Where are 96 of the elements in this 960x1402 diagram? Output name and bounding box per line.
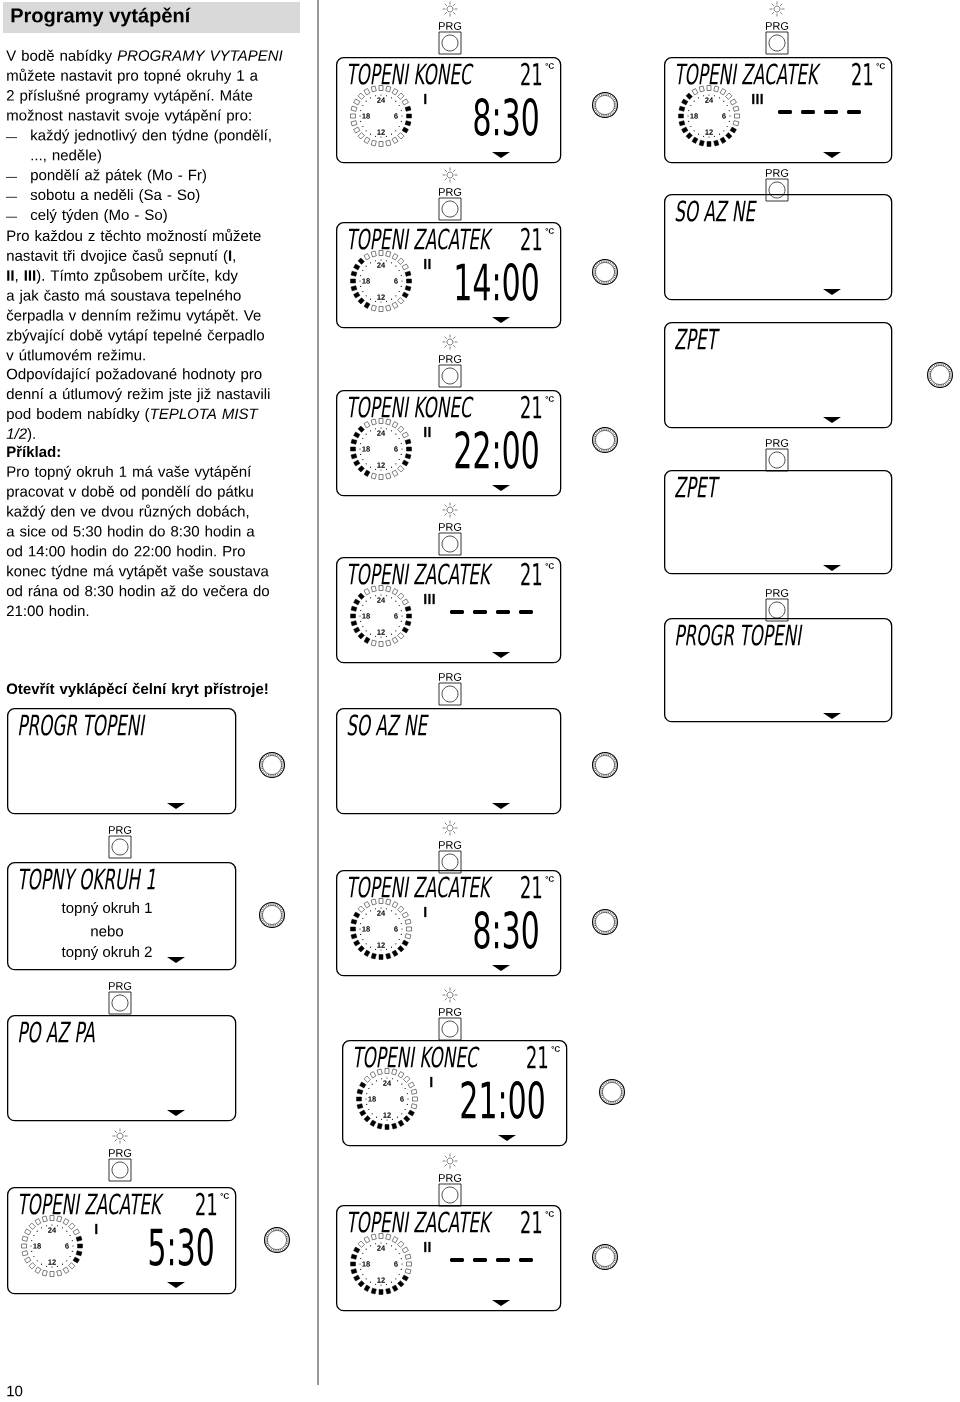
button-label: PRG [439, 22, 462, 30]
lcd-display [336, 222, 562, 329]
button-label: PRG [109, 982, 132, 990]
temperature: 21 [852, 62, 873, 86]
display-text: PROGR TOPENI [675, 624, 803, 646]
time-display: 22:00 [455, 431, 538, 469]
period-numeral: II [424, 426, 431, 438]
temperature: 21 [521, 62, 542, 86]
button-label: PRG [439, 355, 462, 363]
button-label: PRG [766, 169, 789, 177]
lcd-display [664, 470, 893, 575]
period-numeral: II [424, 258, 431, 270]
paragraph: 10 [7, 1385, 23, 1397]
time-display: 14:00 [456, 263, 538, 301]
lcd-display [664, 57, 893, 164]
list-item: celý týden (Mo - So) [30, 208, 167, 224]
period-numeral: III [424, 593, 435, 605]
display-text: SO AZ NE [675, 200, 757, 222]
display-text: TOPENI ZACATEK [348, 228, 493, 250]
display-text: TOPENI ZACATEK [348, 1211, 493, 1233]
paragraph: V bodě nabídky PROGRAMY VYTAPENI můžete nastavit pro topné okruhy 1 a 2 příslušné programy vytápění. Máte možnost nastavit svoje vytápění pro: [6, 49, 283, 124]
option-text: topný okruh 1 [61, 901, 152, 917]
lcd-display [336, 870, 562, 977]
lcd-display [342, 1040, 568, 1147]
temperature: 21 [521, 1210, 542, 1234]
period-numeral: II [424, 1241, 431, 1253]
button-label: PRG [109, 826, 132, 834]
time-display: 5:30 [149, 1228, 213, 1266]
time-display: 21:00 [461, 1081, 544, 1119]
lcd-display [7, 862, 237, 971]
display-text: TOPNY OKRUH 1 [19, 868, 155, 890]
display-text: PROGR TOPENI [18, 714, 146, 736]
list-item: pondělí až pátek (Mo - Fr) [31, 169, 206, 184]
display-text: TOPENI KONEC [348, 396, 474, 418]
period-numeral: I [430, 1076, 433, 1088]
period-numeral: I [424, 906, 427, 918]
lcd-display [336, 57, 562, 164]
temperature: 21 [521, 562, 542, 586]
display-text: PO AZ PA [18, 1021, 95, 1043]
display-text: ZPET [674, 328, 720, 350]
unit: °C [545, 228, 554, 234]
button-label: PRG [439, 673, 462, 681]
period-numeral: III [752, 93, 763, 105]
button-label: PRG [766, 439, 789, 447]
list-item: sobotu a neděli (Sa - So) [30, 189, 200, 204]
button-label: PRG [766, 589, 789, 597]
paragraph: Odpovídající požadované hodnoty pro denní a útlumový režim jste již nastavili pod bodem nabídky (TEPLOTA MIST 1/2). [6, 368, 270, 442]
list-item: každý jednotlivý den týdne (pondělí, ..., neděle) [31, 129, 271, 164]
lcd-display [336, 390, 562, 497]
unit: °C [220, 1193, 229, 1199]
paragraph: Pro každou z těchto možností můžete nastavit tři dvojice časů sepnutí (I, II, III). Tímto způsobem určíte, kdy a jak často má soustava tepelného čerpadla v denním režimu vytápět. Ve zbývající době vytápí tepelné čerpadlo v útlumovém režimu. [6, 228, 264, 361]
display-text: TOPENI ZACATEK [348, 876, 493, 898]
button-label: PRG [439, 523, 462, 531]
period-numeral: I [424, 93, 427, 105]
temperature: 21 [521, 875, 542, 899]
unit: °C [545, 63, 554, 69]
time-display: 8:30 [474, 98, 538, 136]
button-label: PRG [439, 1174, 462, 1182]
lcd-display [664, 322, 893, 429]
button-label: PRG [439, 841, 462, 849]
display-text: ZPET [674, 476, 720, 498]
button-label: PRG [109, 1149, 132, 1157]
temperature: 21 [521, 227, 542, 251]
unit: °C [876, 63, 885, 69]
display-text: SO AZ NE [347, 714, 429, 736]
display-text: TOPENI ZACATEK [19, 1193, 164, 1215]
heading: Příklad: [7, 445, 60, 458]
display-text: TOPENI ZACATEK [348, 563, 493, 585]
option-text: nebo [91, 925, 124, 937]
period-numeral: I [95, 1223, 98, 1235]
unit: °C [545, 396, 554, 402]
display-text: TOPENI KONEC [354, 1046, 480, 1068]
section-title: Programy vytápění [3, 2, 300, 33]
button-label: PRG [439, 1008, 462, 1016]
lcd-display [7, 1187, 237, 1295]
temperature: 21 [196, 1192, 217, 1216]
option-text: topný okruh 2 [61, 945, 152, 961]
button-label: PRG [766, 22, 789, 30]
unit: °C [545, 876, 554, 882]
lcd-display [336, 708, 562, 815]
unit: °C [551, 1046, 560, 1052]
lcd-display [664, 618, 893, 723]
unit: °C [545, 1211, 554, 1217]
display-text: TOPENI ZACATEK [676, 63, 821, 85]
lcd-display [336, 1205, 562, 1312]
button-label: PRG [439, 188, 462, 196]
lcd-display [336, 557, 562, 664]
lcd-display [7, 1015, 237, 1122]
temperature: 21 [527, 1045, 548, 1069]
lcd-display [664, 194, 893, 301]
paragraph: Pro topný okruh 1 má vaše vytápění pracovat v době od pondělí do pátku každý den ve dvou různých dobách, a sice od 5:30 hodin do 8:30 hodin a od 14:00 hodin do 22:00 hodin. Pro konec týdne má vytápět vaše soustava od rána od 8:30 hodin až do večera do 21:00 hodin. [6, 465, 270, 617]
display-text: TOPENI KONEC [348, 63, 474, 85]
lcd-display [7, 708, 237, 815]
temperature: 21 [521, 395, 542, 419]
time-display: 8:30 [474, 911, 538, 949]
unit: °C [545, 563, 554, 569]
